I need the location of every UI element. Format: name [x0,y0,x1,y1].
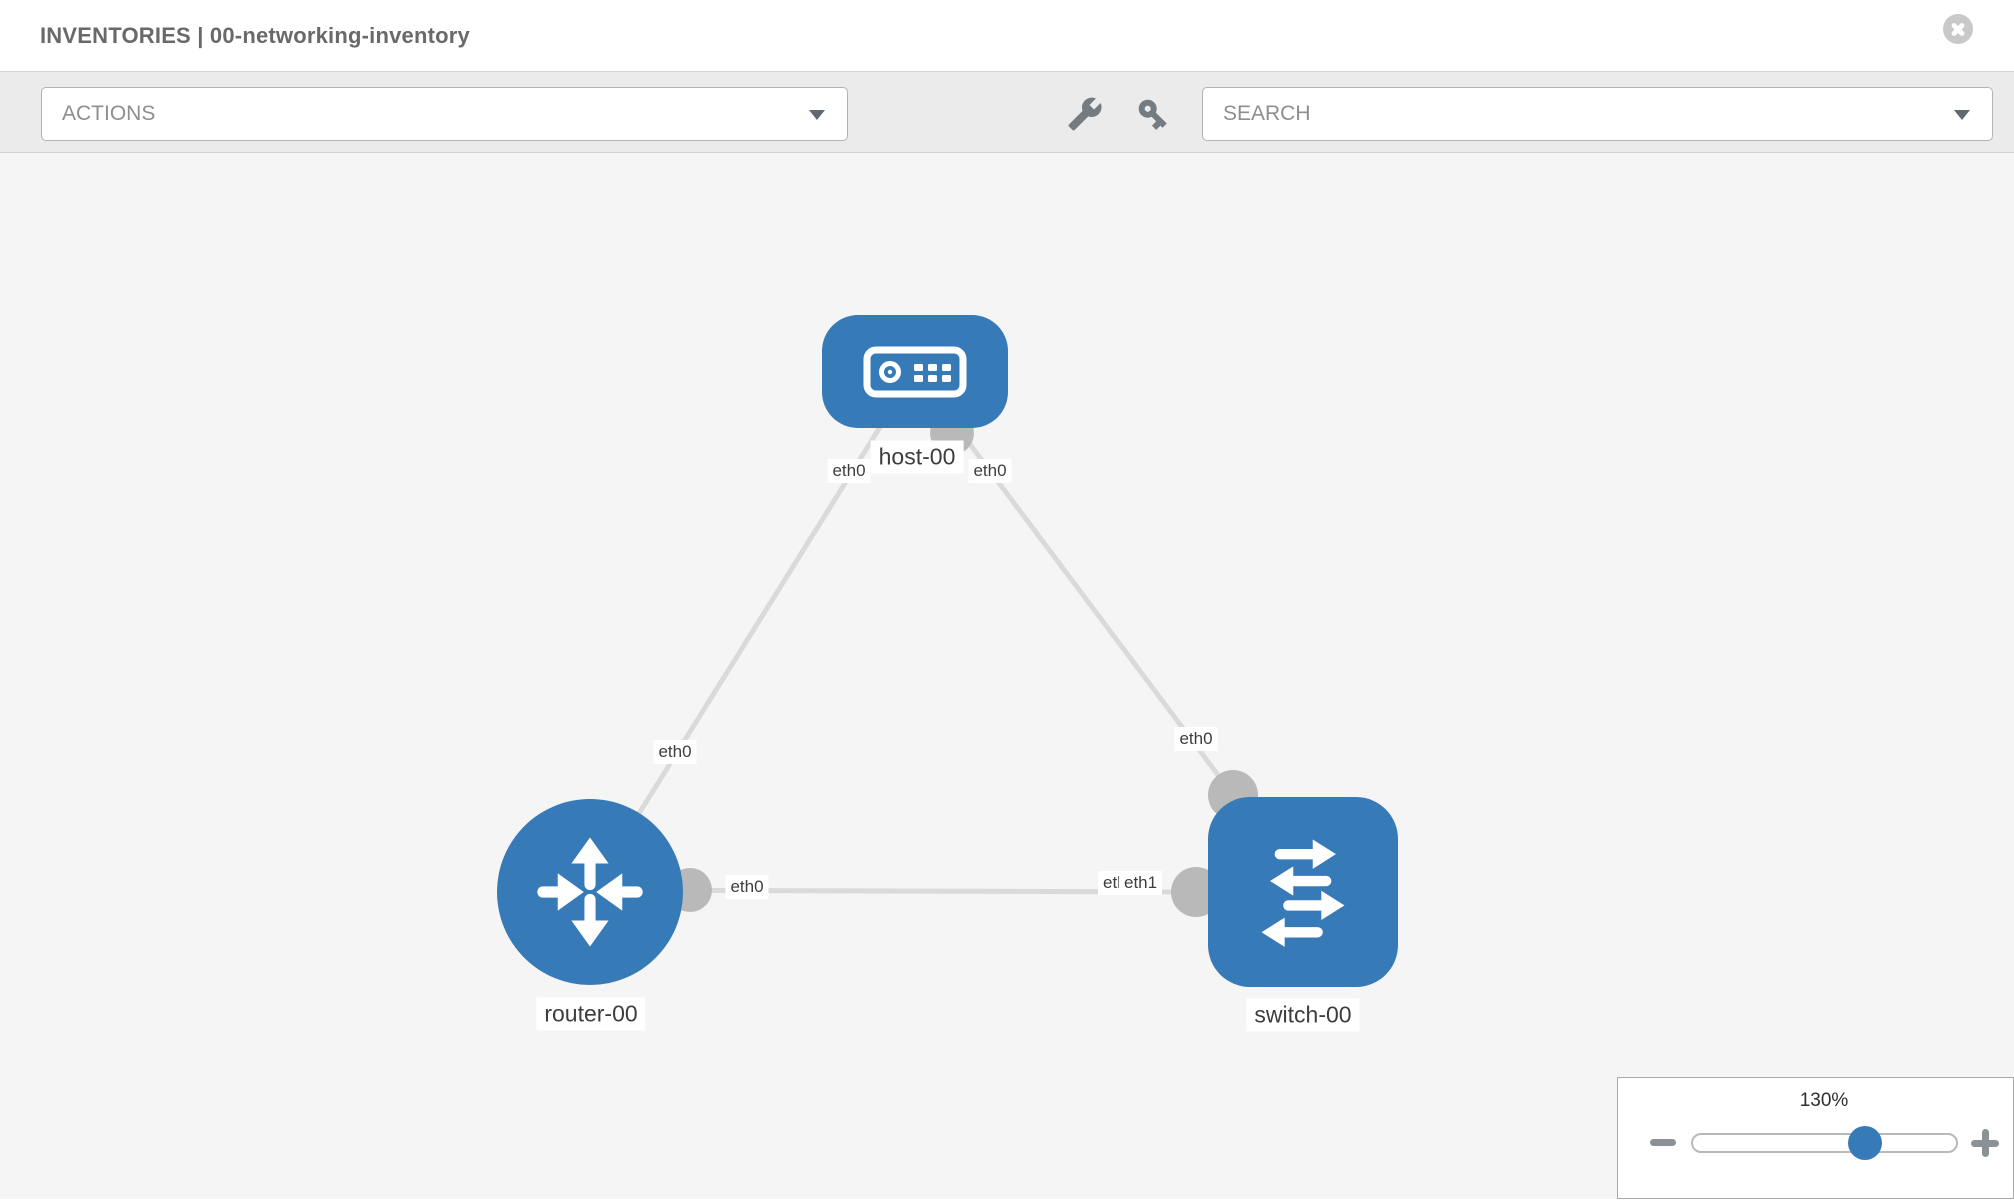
actions-dropdown-label: ACTIONS [62,102,156,125]
header: INVENTORIES | 00-networking-inventory [0,0,2014,72]
interface-label-host-eth0-left: eth0 [827,459,871,483]
interface-label-host-eth0-right: eth0 [968,459,1012,483]
page-title: INVENTORIES | 00-networking-inventory [40,23,470,48]
search-dropdown-label: SEARCH [1223,102,1311,125]
zoom-out-button[interactable] [1650,1128,1676,1158]
node-label-switch[interactable]: switch-00 [1246,998,1360,1032]
chevron-down-icon [1954,110,1970,120]
node-host-00[interactable] [822,315,1008,428]
interface-label-switch-link-eth0: eth0 [1174,727,1218,751]
server-icon [863,346,967,397]
node-label-router[interactable]: router-00 [536,997,646,1031]
zoom-level-value: 130% [1799,1090,1849,1111]
zoom-control-panel: 130% [1617,1077,2014,1199]
topology-canvas[interactable]: host-00 router-00 switch-00 eth0 eth0 et… [0,153,2014,1199]
router-icon [537,837,643,947]
node-router-00[interactable] [497,799,683,985]
node-switch-00[interactable] [1208,797,1398,987]
close-icon[interactable] [1943,14,1973,44]
search-dropdown[interactable]: SEARCH [1202,87,1993,141]
key-icon[interactable] [1135,96,1171,132]
interface-label-router-eth0: eth0 [725,875,769,899]
chevron-down-icon [809,110,825,120]
toolbar: ACTIONS SEARCH [0,72,2014,153]
zoom-in-button[interactable] [1971,1128,1999,1158]
interface-label-router-link-eth0: eth0 [653,740,697,764]
link-host-router[interactable] [587,369,918,894]
interface-label-switch-eth1: eth1 [1119,871,1163,895]
wrench-icon[interactable] [1067,96,1103,132]
actions-dropdown[interactable]: ACTIONS [41,87,848,141]
minus-icon [1650,1139,1676,1146]
node-label-host[interactable]: host-00 [870,440,964,474]
switch-icon [1261,839,1345,947]
zoom-slider-thumb[interactable] [1848,1126,1882,1160]
links-layer [587,369,1258,917]
zoom-slider[interactable] [1691,1126,1958,1160]
